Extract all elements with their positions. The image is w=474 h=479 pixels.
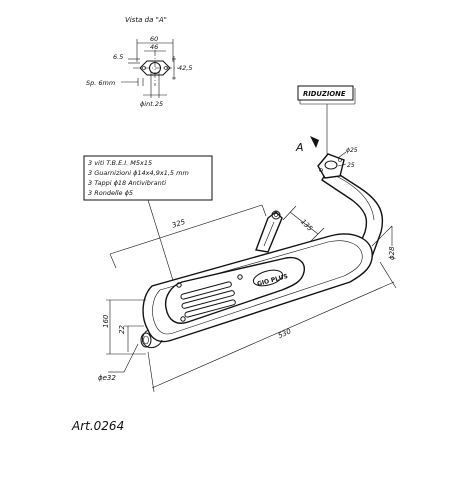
inner-diameter-label: ϕint.25 <box>140 100 163 108</box>
mounting-bracket <box>255 210 283 253</box>
dim-28: ϕ28 <box>388 246 396 260</box>
dim-6-5: 6.5 <box>113 53 123 61</box>
dim-42-5: 42,5 <box>178 64 192 72</box>
dim-60: 60 <box>150 35 158 43</box>
view-a-arrow: A <box>295 136 319 154</box>
dim-530: 530 <box>277 327 293 340</box>
view-marker-a: A <box>295 141 304 154</box>
article-number: Art.0264 <box>71 419 124 433</box>
note-line-1: 3 viti T.B.E.I. M5x15 <box>88 159 152 167</box>
reduction-callout: RIDUZIONE <box>297 85 356 154</box>
dimension-lines: 325 135 160 22 ϕe32 530 ϕ28 ϕ25 25 <box>98 147 397 393</box>
dim-160: 160 <box>102 314 110 328</box>
exhaust-assembly: GIO PLUS <box>140 153 384 349</box>
view-a-detail: Vista da "A" 60 46 6.5 42,5 Sp. 6mm <box>86 16 192 108</box>
view-a-title: Vista da "A" <box>125 16 167 24</box>
dim-32: ϕe32 <box>98 374 116 382</box>
dim-25: 25 <box>347 162 355 169</box>
thickness-label: Sp. 6mm <box>86 79 115 87</box>
reduction-label: RIDUZIONE <box>303 90 346 98</box>
note-line-4: 3 Rondelle ϕ5 <box>88 189 133 197</box>
dim-325: 325 <box>171 218 187 230</box>
dim-22: 22 <box>118 325 126 334</box>
dim-25-diameter: ϕ25 <box>346 147 358 154</box>
note-line-2: 3 Guarnizioni ϕ14x4,9x1,5 mm <box>88 169 189 177</box>
parts-note-box: 3 viti T.B.E.I. M5x15 3 Guarnizioni ϕ14x… <box>83 155 213 291</box>
note-line-3: 3 Tappi ϕ18 Antivibranti <box>88 179 166 187</box>
heat-shield: GIO PLUS <box>164 256 305 324</box>
dim-135: 135 <box>299 218 314 233</box>
view-a-flange <box>133 50 178 86</box>
dim-46: 46 <box>150 43 158 51</box>
